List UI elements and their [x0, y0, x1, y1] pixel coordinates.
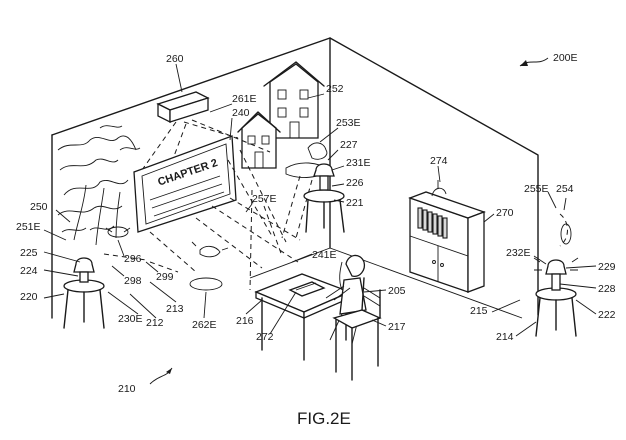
ref-272: 272	[256, 331, 274, 343]
bookshelf	[408, 180, 486, 293]
ref-251E: 251E	[16, 221, 41, 233]
center-side-table	[303, 163, 345, 233]
ref-205: 205	[388, 285, 406, 297]
ref-298: 298	[124, 275, 142, 287]
ref-232E: 232E	[506, 247, 531, 259]
left-side-table	[63, 257, 105, 329]
ref-252: 252	[326, 83, 344, 95]
ref-214: 214	[496, 331, 514, 343]
screen-beams	[103, 149, 313, 291]
ref-212: 212	[146, 317, 164, 329]
ref-216: 216	[236, 315, 254, 327]
ref-260: 260	[166, 53, 184, 65]
ref-231E: 231E	[346, 157, 371, 169]
ref-240: 240	[232, 107, 250, 119]
ref-299: 299	[156, 271, 174, 283]
reference-labels: 200E 260 261E 240 252 253E 227 231E 226 …	[16, 52, 616, 395]
floor-animal	[191, 241, 229, 258]
forest-mural	[57, 125, 141, 246]
ref-228: 228	[598, 283, 616, 295]
ref-213: 213	[166, 303, 184, 315]
ref-210: 210	[118, 383, 136, 395]
ref-254: 254	[556, 183, 574, 195]
desk	[254, 273, 352, 361]
ref-217: 217	[388, 321, 406, 333]
ref-222: 222	[598, 309, 616, 321]
display-screen: CHAPTER 2	[133, 135, 237, 233]
projector	[156, 91, 210, 124]
house-cutout	[237, 61, 331, 178]
ref-255E: 255E	[524, 183, 549, 195]
right-side-table	[533, 213, 579, 337]
ref-220: 220	[20, 291, 38, 303]
ref-261E: 261E	[232, 93, 257, 105]
ref-225: 225	[20, 247, 38, 259]
ref-229: 229	[598, 261, 616, 273]
ref-221: 221	[346, 197, 364, 209]
figure-caption: FIG.2E	[297, 409, 351, 428]
ref-241E: 241E	[312, 249, 337, 261]
child-in-chair	[325, 254, 382, 381]
ref-262E: 262E	[192, 319, 217, 331]
ref-270: 270	[496, 207, 514, 219]
leader-lines	[43, 57, 597, 385]
ref-230E: 230E	[118, 313, 143, 325]
ref-224: 224	[20, 265, 38, 277]
ref-250: 250	[30, 201, 48, 213]
ref-200E: 200E	[553, 52, 578, 64]
ref-226: 226	[346, 177, 364, 189]
ref-215: 215	[470, 305, 488, 317]
ref-253E: 253E	[336, 117, 361, 129]
ref-227: 227	[340, 139, 358, 151]
ref-296: 296	[124, 253, 142, 265]
ref-274: 274	[430, 155, 448, 167]
ref-257E: 257E	[252, 193, 277, 205]
